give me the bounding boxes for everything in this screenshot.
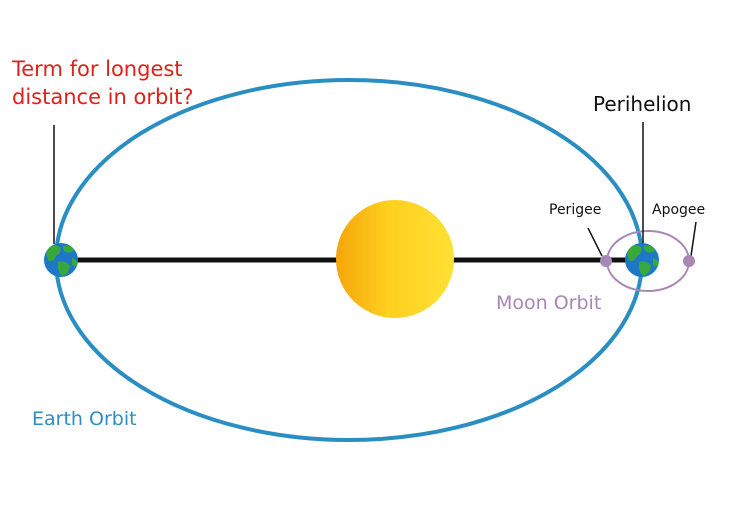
earth-icon-perihelion [625, 243, 659, 277]
perihelion-label: Perihelion [593, 92, 691, 116]
apogee-pointer-line [690, 221, 697, 257]
question-label-line1: Term for longest [11, 57, 183, 81]
perigee-point [600, 255, 612, 267]
earth-icon-aphelion [44, 243, 78, 277]
perigee-pointer-line [587, 227, 603, 257]
apogee-label: Apogee [652, 202, 705, 218]
earth-orbit-label: Earth Orbit [32, 408, 137, 430]
moon-orbit-label: Moon Orbit [496, 292, 601, 314]
perigee-label: Perigee [549, 202, 601, 218]
question-label-line2: distance in orbit? [12, 85, 194, 109]
apogee-point [683, 255, 695, 267]
sun-icon [336, 200, 454, 318]
